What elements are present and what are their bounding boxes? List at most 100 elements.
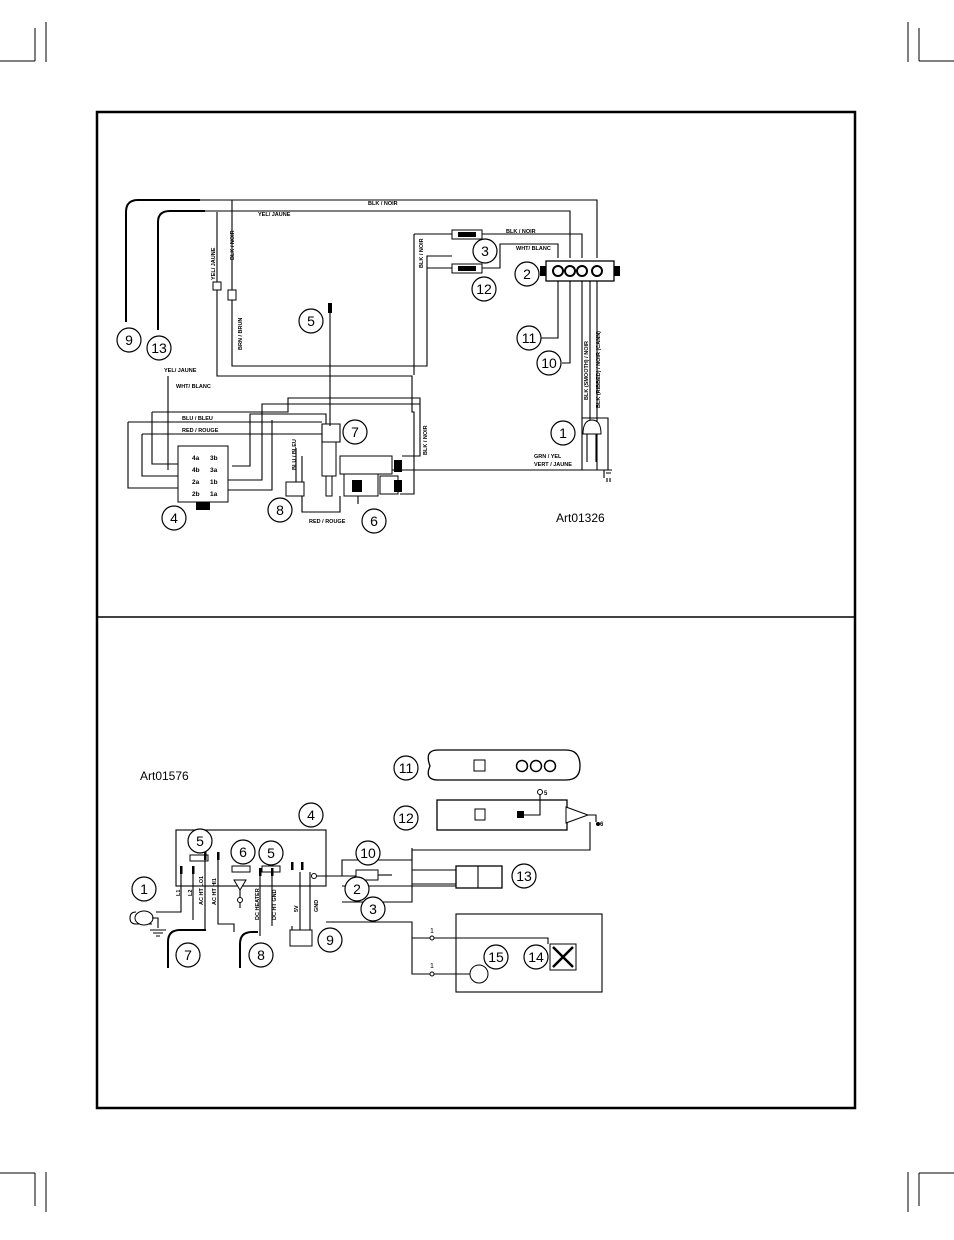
probe-7 bbox=[167, 929, 206, 968]
svg-text:7: 7 bbox=[184, 947, 192, 963]
svg-text:1: 1 bbox=[430, 963, 434, 970]
callout-top-13: 13 bbox=[146, 335, 172, 361]
callout-top-10: 10 bbox=[536, 350, 562, 376]
svg-text:YEL/ JAUNE: YEL/ JAUNE bbox=[164, 368, 197, 374]
svg-text:RED / ROUGE: RED / ROUGE bbox=[309, 519, 346, 525]
callout-bottom-7: 7 bbox=[175, 942, 201, 968]
svg-text:YEL/ JAUNE: YEL/ JAUNE bbox=[211, 247, 217, 280]
svg-text:DC HT GND: DC HT GND bbox=[272, 889, 278, 920]
svg-text:3b: 3b bbox=[210, 455, 218, 462]
callout-bottom-8: 8 bbox=[248, 942, 274, 968]
callout-bottom-10: 10 bbox=[355, 840, 381, 866]
callout-bottom-3: 3 bbox=[360, 896, 386, 922]
svg-text:3: 3 bbox=[369, 901, 377, 917]
callout-bottom-1: 1 bbox=[131, 876, 157, 902]
svg-text:VERT / JAUNE: VERT / JAUNE bbox=[534, 462, 572, 468]
svg-text:5: 5 bbox=[307, 313, 315, 329]
callout-bottom-13: 13 bbox=[511, 863, 537, 889]
svg-text:WHT/ BLANC: WHT/ BLANC bbox=[516, 246, 551, 252]
callout-top-6: 6 bbox=[361, 508, 387, 534]
svg-text:12: 12 bbox=[398, 810, 414, 826]
svg-text:BLU / BLEU: BLU / BLEU bbox=[182, 416, 213, 422]
callout-bottom-2: 2 bbox=[344, 876, 370, 902]
svg-text:DC HEATER: DC HEATER bbox=[255, 888, 261, 920]
svg-text:2: 2 bbox=[523, 266, 531, 282]
callout-bottom-12: 12 bbox=[393, 805, 419, 831]
svg-text:3: 3 bbox=[481, 243, 489, 259]
svg-text:8: 8 bbox=[257, 947, 265, 963]
receiver-12: 5 6 bbox=[436, 789, 604, 831]
svg-text:AC HT HI1: AC HT HI1 bbox=[212, 878, 218, 905]
svg-text:4: 4 bbox=[307, 807, 315, 823]
svg-text:15: 15 bbox=[488, 949, 504, 965]
svg-text:BLU / BLEU: BLU / BLEU bbox=[292, 439, 298, 470]
control-module: 4a 3b 4b 3a 2a 1b 2b 1a bbox=[177, 445, 229, 510]
thermocouple-13 bbox=[412, 865, 503, 889]
svg-text:GND: GND bbox=[314, 900, 320, 912]
svg-text:BLK / NOIR: BLK / NOIR bbox=[230, 230, 236, 260]
svg-text:YEL/ JAUNE: YEL/ JAUNE bbox=[258, 212, 291, 218]
svg-text:1: 1 bbox=[430, 928, 434, 935]
callout-top-8: 8 bbox=[267, 497, 293, 523]
svg-text:2b: 2b bbox=[192, 491, 200, 498]
svg-text:4a: 4a bbox=[192, 455, 200, 462]
top-wiring-diagram: 4a 3b 4b 3a 2a 1b 2b 1a BLK / NOIR YEL/ … bbox=[116, 199, 620, 534]
svg-text:L2: L2 bbox=[188, 890, 194, 896]
svg-text:11: 11 bbox=[399, 760, 414, 776]
svg-text:BLK / NOIR: BLK / NOIR bbox=[419, 238, 425, 268]
svg-text:10: 10 bbox=[541, 355, 557, 371]
svg-text:6: 6 bbox=[239, 844, 247, 860]
callout-top-11: 11 bbox=[516, 325, 542, 351]
terminal-block bbox=[540, 260, 620, 282]
svg-text:6: 6 bbox=[600, 822, 604, 828]
probe-13 bbox=[157, 210, 205, 330]
svg-text:11: 11 bbox=[522, 330, 537, 346]
svg-text:9: 9 bbox=[326, 932, 334, 948]
crop-marks bbox=[0, 22, 954, 1212]
svg-text:2: 2 bbox=[353, 881, 361, 897]
control-box-4 bbox=[175, 829, 327, 887]
svg-text:4b: 4b bbox=[192, 467, 200, 474]
svg-text:BLK (RIBBED) / NOIR (CANN): BLK (RIBBED) / NOIR (CANN) bbox=[596, 331, 602, 408]
callout-top-2: 2 bbox=[514, 261, 540, 287]
svg-text:BLK / NOIR: BLK / NOIR bbox=[506, 229, 536, 235]
callout-bottom-11: 11 bbox=[393, 755, 419, 781]
fan-box: 1 1 bbox=[429, 913, 603, 993]
svg-text:12: 12 bbox=[476, 281, 492, 297]
callout-bottom-5b: 5 bbox=[258, 840, 284, 866]
svg-text:6: 6 bbox=[370, 513, 378, 529]
diagram-frame bbox=[95, 110, 857, 1110]
callout-top-9: 9 bbox=[116, 327, 142, 353]
svg-text:GRN / YEL: GRN / YEL bbox=[534, 454, 562, 460]
svg-text:1a: 1a bbox=[210, 491, 218, 498]
probe-9 bbox=[125, 199, 200, 322]
callout-bottom-5a: 5 bbox=[187, 828, 213, 854]
keypad-11 bbox=[427, 749, 581, 781]
svg-text:BLK (SMOOTH) / NOIR: BLK (SMOOTH) / NOIR bbox=[584, 341, 590, 400]
component-9 bbox=[289, 929, 313, 947]
top-wire-labels: BLK / NOIR YEL/ JAUNE YEL/ JAUNE BLK / N… bbox=[164, 201, 602, 525]
svg-text:5V: 5V bbox=[294, 905, 300, 912]
svg-text:1: 1 bbox=[559, 425, 567, 441]
svg-text:9: 9 bbox=[125, 332, 133, 348]
bottom-wiring-diagram: Art01576 5 6 bbox=[129, 749, 604, 993]
svg-text:2a: 2a bbox=[192, 479, 200, 486]
svg-text:5: 5 bbox=[196, 833, 204, 849]
svg-text:5: 5 bbox=[267, 845, 275, 861]
svg-text:13: 13 bbox=[516, 868, 532, 884]
probe-8 bbox=[239, 931, 258, 968]
svg-text:WHT/ BLANC: WHT/ BLANC bbox=[176, 384, 211, 390]
gas-valve bbox=[321, 441, 402, 504]
top-callouts: 1 2 3 4 5 6 7 8 9 10 11 12 13 bbox=[116, 238, 576, 534]
svg-text:5: 5 bbox=[544, 791, 548, 797]
svg-text:8: 8 bbox=[276, 502, 284, 518]
callout-bottom-6: 6 bbox=[230, 839, 256, 865]
svg-text:4: 4 bbox=[170, 510, 178, 526]
top-art-id: Art01326 bbox=[556, 511, 605, 525]
callout-top-3: 3 bbox=[472, 238, 498, 264]
svg-text:3a: 3a bbox=[210, 467, 218, 474]
callout-top-12: 12 bbox=[471, 276, 497, 302]
bottom-art-id: Art01576 bbox=[140, 769, 189, 783]
